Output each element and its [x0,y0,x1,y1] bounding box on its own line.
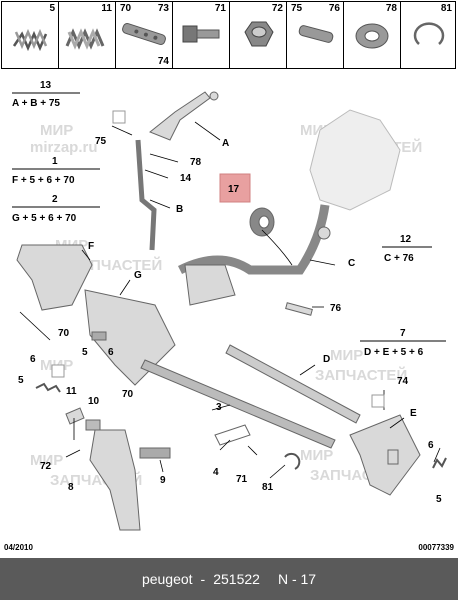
caption-part: N - 17 [277,571,317,587]
svg-text:2: 2 [52,194,58,205]
part-drawings [16,91,447,531]
thumb-ref: 5 [49,3,55,14]
thumb-ref: 11 [101,3,112,14]
thumb-ref: 78 [385,3,397,14]
svg-text:D + E + 5 + 6: D + E + 5 + 6 [364,347,424,358]
thumb-ref: 81 [440,3,452,14]
svg-text:D: D [323,354,330,365]
leader-lines [19,121,441,479]
thumb-ref: 74 [157,56,169,67]
circlip-icon [413,22,445,45]
group-label-12: 12 C + 76 [382,234,432,264]
svg-text:A: A [222,138,229,149]
svg-text:1: 1 [52,156,58,167]
thumb-72[interactable]: 72 [230,2,287,68]
thumb-81[interactable]: 81 [401,2,455,68]
svg-text:5: 5 [82,347,88,358]
svg-text:A + B + 75: A + B + 75 [12,98,60,109]
svg-text:76: 76 [330,303,342,314]
svg-text:F: F [88,241,94,252]
nut-icon [244,21,274,47]
caption-number: 251522 [213,571,260,587]
svg-text:10: 10 [88,396,100,407]
svg-text:7: 7 [400,328,406,339]
group-label-2: 2 G + 5 + 6 + 70 [12,194,100,224]
svg-text:74: 74 [397,376,409,387]
pin-icon [298,25,334,43]
revision-date: 04/2010 [4,543,33,552]
svg-text:4: 4 [213,467,219,478]
svg-text:6: 6 [108,347,114,358]
svg-text:70: 70 [58,328,70,339]
thumb-ref: 73 [157,3,169,14]
svg-text:6: 6 [428,440,434,451]
callout-boxes [51,110,385,408]
svg-text:G: G [134,270,142,281]
svg-text:5: 5 [18,375,24,386]
svg-text:3: 3 [216,402,222,413]
svg-text:МИР: МИР [40,122,73,139]
svg-text:81: 81 [262,482,274,493]
thumb-ref: 70 [120,3,132,14]
bolt-icon [182,25,220,43]
svg-text:МИР: МИР [30,452,63,469]
svg-text:9: 9 [160,475,166,486]
thumb-ref: 71 [214,3,226,14]
svg-text:75: 75 [95,136,107,147]
thumb-75-76[interactable]: 75 76 [287,2,344,68]
thumb-78[interactable]: 78 [344,2,401,68]
exploded-view-diagram: МИР mirzap.ru МИР ЗАПЧАСТЕЙ МИР ЗАПЧАСТЕ… [12,80,447,531]
svg-text:8: 8 [68,482,74,493]
caption-brand: peugeot [141,571,193,587]
svg-text:13: 13 [40,80,52,91]
svg-text:17: 17 [228,184,240,195]
svg-text:МИР: МИР [300,447,333,464]
thumb-ref: 72 [271,3,283,14]
svg-text:C: C [348,258,355,269]
svg-text:G + 5 + 6 + 70: G + 5 + 6 + 70 [12,213,77,224]
svg-text:ЗАПЧАСТЕЙ: ЗАПЧАСТЕЙ [315,366,407,384]
group-label-13: 13 A + B + 75 [12,80,80,109]
svg-text:14: 14 [180,173,192,184]
svg-text:ЗАПЧАСТЕЙ: ЗАПЧАСТЕЙ [70,256,162,274]
caption-bar: peugeot - 251522 N - 17 [0,558,458,600]
spring-icon [65,28,105,50]
diagram-code: 00077339 [418,543,454,552]
group-label-7: 7 D + E + 5 + 6 [360,328,446,358]
svg-text:78: 78 [190,157,202,168]
thumb-11[interactable]: 11 [59,2,116,68]
parts-thumbnail-strip: 5 11 70 73 74 71 72 75 76 78 [1,1,456,69]
caption-separator: - [200,571,206,587]
pin-icon [122,22,166,46]
svg-text:МИР: МИР [330,347,363,364]
svg-text:F + 5 + 6 + 70: F + 5 + 6 + 70 [12,175,75,186]
thumb-70-73-74[interactable]: 70 73 74 [116,2,173,68]
svg-text:71: 71 [236,474,248,485]
svg-text:5: 5 [436,494,442,505]
thumb-ref: 75 [291,3,303,14]
highlighted-part-17[interactable] [219,173,251,203]
thumb-71[interactable]: 71 [173,2,230,68]
washer-icon [355,23,389,49]
callout-labels: 75 78 14 A B 17 C F G 76 70 5 6 5 6 70 D… [18,136,442,505]
svg-text:B: B [176,204,183,215]
svg-text:11: 11 [66,386,77,397]
group-label-1: 1 F + 5 + 6 + 70 [12,156,100,186]
svg-text:E: E [410,408,417,419]
svg-text:C + 76: C + 76 [384,253,414,264]
thumb-ref: 76 [328,3,340,14]
svg-text:70: 70 [122,389,134,400]
spring-icon [12,28,48,52]
svg-text:6: 6 [30,354,36,365]
thumb-5[interactable]: 5 [2,2,59,68]
svg-text:12: 12 [400,234,412,245]
svg-text:mirzap.ru: mirzap.ru [30,139,98,156]
svg-text:72: 72 [40,461,52,472]
